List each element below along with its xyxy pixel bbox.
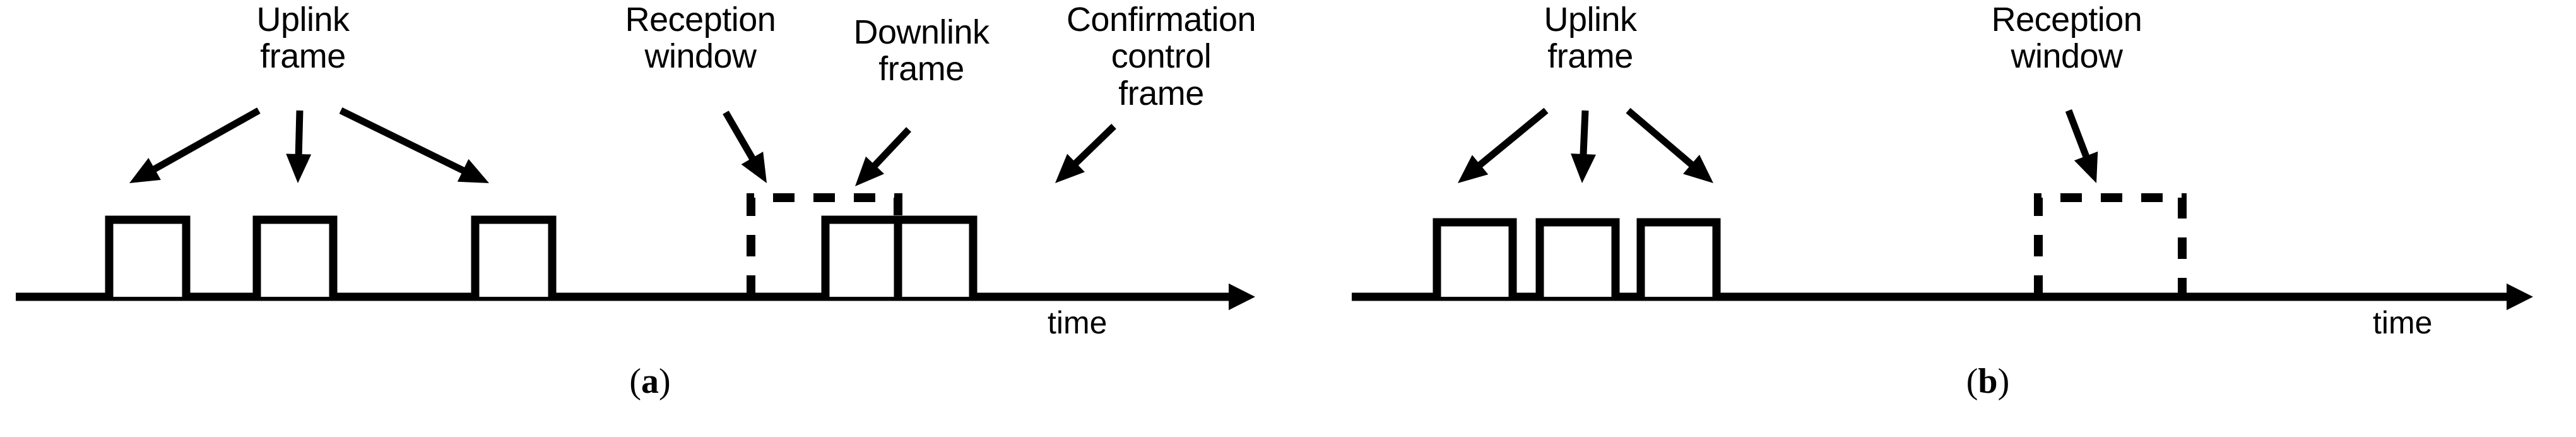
reception-window-label-b: Reception window	[1991, 1, 2142, 76]
caption-paren-open-a: (	[629, 362, 641, 401]
arrow-downlink-frame-shaft	[870, 127, 911, 171]
uplink-frame-label-b: Uplink frame	[1544, 1, 1637, 76]
subfigure-caption-b: (b)	[1950, 361, 2026, 402]
time-axis-arrowhead-a	[1229, 283, 1255, 311]
reception-window-b	[2034, 193, 2187, 297]
arrow-reception-window	[2065, 109, 2098, 183]
uplink-frame-label-a: Uplink frame	[256, 1, 350, 76]
downlink-frame-box-a	[821, 215, 902, 297]
uplink-pulse-b-3	[1636, 218, 1721, 297]
caption-letter-a: a	[641, 362, 659, 401]
arrow-reception-window	[723, 111, 767, 183]
arrow-uplink-1-shaft	[150, 107, 261, 174]
arrow-reception-window-head	[2074, 151, 2098, 183]
arrow-downlink-frame	[855, 127, 911, 186]
caption-letter-b: b	[1978, 362, 1998, 401]
caption-paren-open-b: (	[1966, 362, 1978, 401]
confirmation-control-frame-box-a	[894, 215, 978, 297]
caption-paren-close-a: )	[659, 362, 671, 401]
arrow-uplink-3-shaft	[1626, 107, 1697, 170]
timing-diagram-a	[16, 107, 1255, 311]
arrow-uplink-1	[1458, 107, 1549, 183]
timing-diagram-b	[1352, 107, 2533, 311]
arrow-uplink-2-head	[286, 153, 312, 183]
reception-window-label-a: Reception window	[625, 1, 776, 76]
arrow-uplink-3-shaft	[339, 107, 468, 176]
panel-a: Uplink frame Reception window Downlink f…	[16, 1, 1256, 402]
arrow-uplink-1-head	[1458, 155, 1489, 183]
arrow-confirmation-control-frame	[1055, 124, 1116, 183]
arrow-reception-window-shaft	[2065, 109, 2091, 161]
arrow-uplink-2-head	[1571, 153, 1596, 183]
arrow-reception-window-shaft	[723, 111, 757, 164]
arrow-uplink-3-head	[457, 159, 489, 183]
arrow-uplink-1	[129, 107, 261, 183]
uplink-pulse-b-2	[1535, 218, 1620, 297]
time-axis-arrowhead-b	[2507, 283, 2533, 311]
time-axis-label-b: time	[2373, 305, 2433, 340]
uplink-pulse-b-1	[1433, 218, 1517, 297]
arrow-uplink-1-shaft	[1475, 107, 1549, 170]
arrow-uplink-3	[1626, 107, 1713, 183]
arrow-uplink-3-head	[1683, 154, 1713, 183]
arrow-confirmation-control-frame-shaft	[1070, 124, 1116, 169]
time-axis-label-a: time	[1048, 305, 1108, 340]
arrow-downlink-frame-head	[855, 156, 885, 186]
panel-b: Uplink frame Reception window time (b)	[1300, 0, 2576, 437]
reception-window-outline-b	[2034, 193, 2187, 297]
arrow-uplink-3	[339, 107, 489, 183]
arrow-confirmation-control-frame-head	[1055, 153, 1085, 183]
caption-paren-close-b: )	[1997, 362, 2010, 401]
arrow-reception-window-head	[741, 152, 767, 183]
arrow-uplink-2-shaft	[295, 110, 304, 159]
uplink-pulse-a-1	[105, 215, 191, 297]
arrow-uplink-2	[1571, 110, 1596, 183]
arrow-uplink-1-head	[129, 158, 161, 183]
arrow-uplink-2-shaft	[1580, 110, 1589, 159]
downlink-frame-label-a: Downlink frame	[853, 13, 990, 88]
uplink-pulse-a-2	[252, 215, 338, 297]
arrow-uplink-2	[286, 110, 312, 183]
confirmation-control-frame-label-a: Confirmation control frame	[1066, 1, 1256, 112]
subfigure-caption-a: (a)	[612, 361, 688, 402]
uplink-pulse-a-3	[471, 215, 557, 297]
